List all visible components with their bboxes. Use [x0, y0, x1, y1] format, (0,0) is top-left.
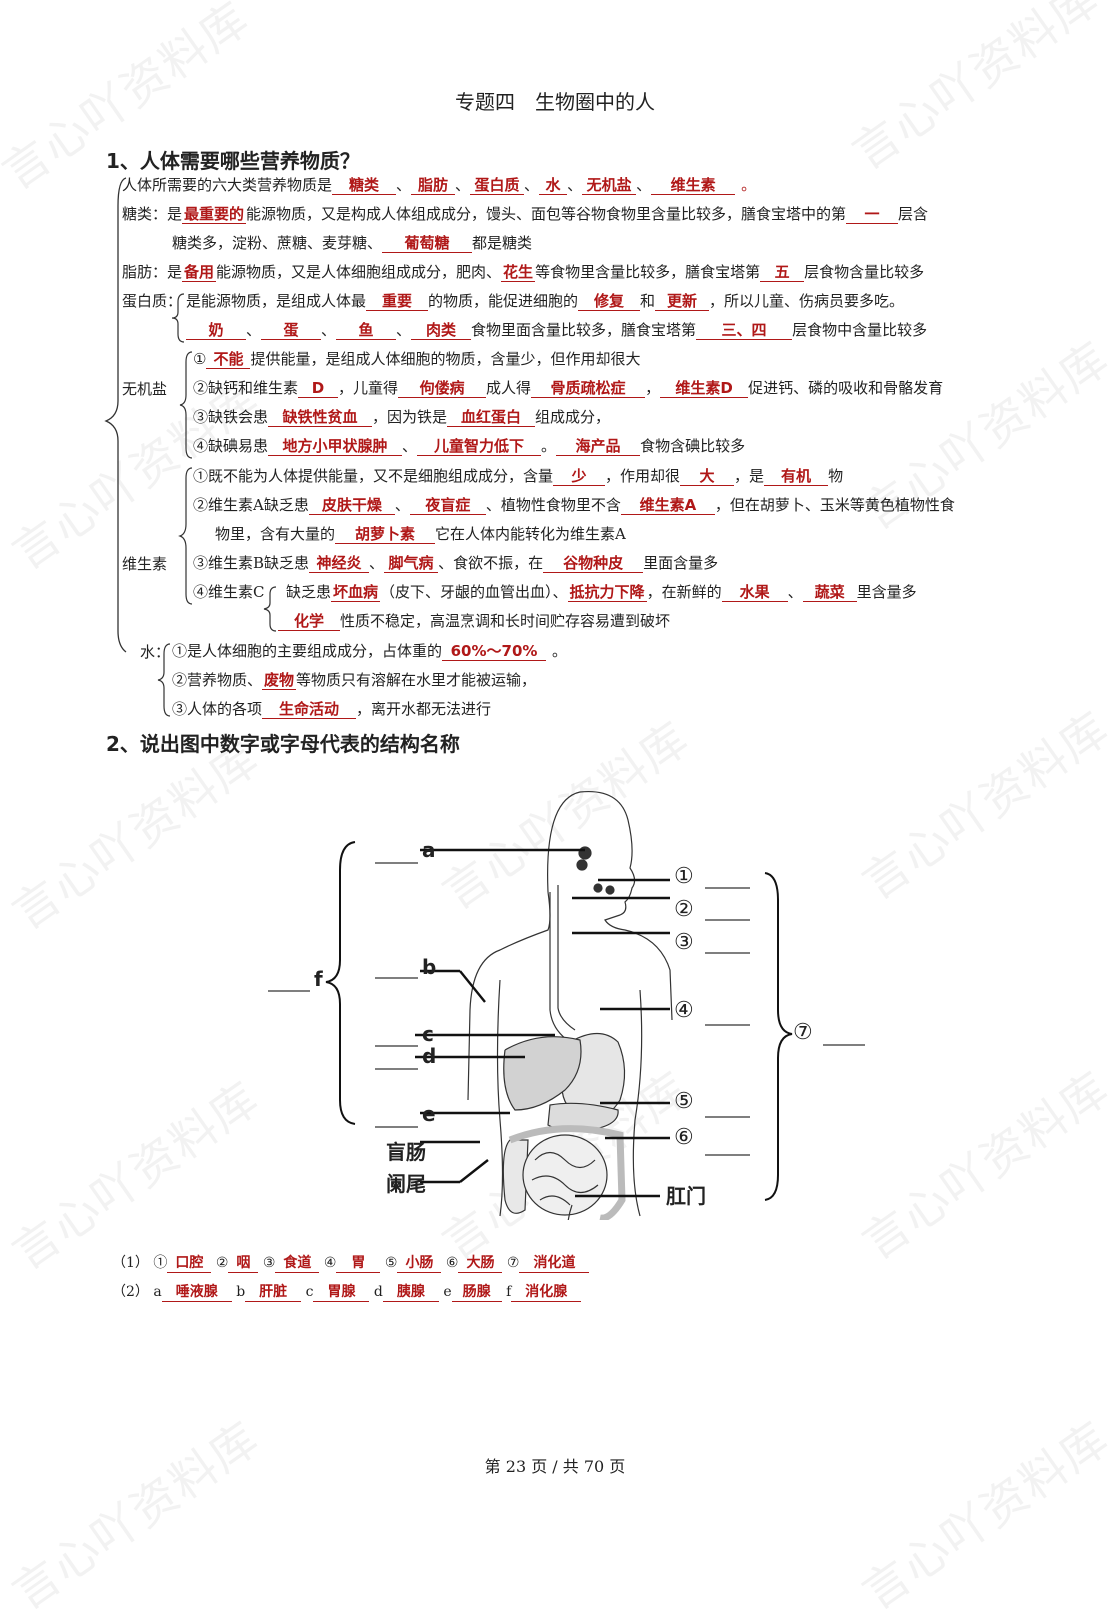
sugar-line-1: 糖类：是最重要的能源物质，又是构成人体组成成分，馒头、面包等谷物食物里含量比较多…: [122, 205, 929, 224]
label-5: ⑤: [674, 1089, 694, 1114]
vitamin-line-2: ②维生素A缺乏患皮肤干燥、夜盲症、植物性食物里不含维生素A，但在胡萝卜、玉米等黄…: [193, 496, 955, 515]
water-brace: [157, 643, 171, 717]
vitamin-c-brace: [263, 586, 277, 632]
label-f: f: [314, 967, 323, 991]
label-2: ②: [674, 897, 694, 922]
mineral-brace: [179, 351, 193, 459]
mineral-line-3: ③缺铁会患缺铁性贫血，因为铁是血红蛋白组成成分，: [193, 408, 611, 427]
vitamin-line-1: ①既不能为人体提供能量，又不是细胞组成成分，含量少，作用却很大，是有机物: [193, 467, 844, 486]
label-7: ⑦: [793, 1020, 813, 1045]
nutrients-intro: 人体所需要的六大类营养物质是糖类、脂肪、蛋白质、水、无机盐、维生素。: [122, 176, 757, 195]
water-line-3: ③人体的各项生命活动，离开水都无法进行: [172, 700, 492, 719]
label-c: c: [422, 1022, 434, 1046]
fat-line: 脂肪：是备用能源物质，又是人体细胞组成成分，肥肉、花生等食物里含量比较多，膳食宝…: [122, 263, 925, 282]
label-appendix: 阑尾: [386, 1172, 426, 1196]
protein-line-1: 蛋白质：: [122, 292, 183, 310]
page-number: 第 23 页 / 共 70 页: [484, 1457, 626, 1476]
label-cecum: 盲肠: [386, 1140, 426, 1164]
protein-line-3: 奶、蛋、鱼、肉类食物里面含量比较多，膳食宝塔第三、四层食物中含量比较多: [186, 320, 927, 340]
section-1-heading: 1、人体需要哪些营养物质？: [106, 149, 360, 173]
sugar-line-2: 糖类多，淀粉、蔗糖、麦芽糖、葡萄糖都是糖类: [172, 234, 533, 253]
vitamin-brace: [178, 467, 193, 605]
document-page: 专题四 生物圈中的人 1、人体需要哪些营养物质？ 人体所需要的六大类营养物质是糖…: [104, 90, 955, 1476]
label-d: d: [422, 1044, 437, 1068]
vitamin-line-4b: 化学性质不稳定，高温烹调和长时间贮存容易遭到破坏: [278, 611, 670, 631]
page-title: 专题四 生物圈中的人: [455, 90, 655, 114]
water-line-2: ②营养物质、废物等物质只有溶解在水里才能被运输，: [172, 671, 537, 690]
label-1: ①: [674, 864, 694, 889]
vitamin-line-4: ④维生素C: [193, 583, 265, 601]
vitamin-line-2b: 物里，含有大量的胡萝卜素它在人体内能转化为维生素A: [215, 525, 626, 544]
protein-brace: [171, 293, 185, 343]
vitamin-line-3: ③维生素B缺乏患神经炎、脚气病、食欲不振，在谷物种皮里面含量多: [193, 554, 719, 573]
water-label: 水：: [140, 643, 171, 661]
mineral-line-4: ④缺碘易患地方小甲状腺肿、儿童智力低下。海产品食物含碘比较多: [193, 437, 746, 456]
vitamin-label: 维生素: [122, 555, 168, 573]
protein-line-2: 是能源物质，是组成人体最重要的物质，能促进细胞的修复和更新，所以儿童、伤病员要多…: [186, 292, 905, 311]
mineral-label: 无机盐: [122, 380, 168, 398]
label-e: e: [422, 1102, 436, 1126]
section-2-heading: 2、说出图中数字或字母代表的结构名称: [106, 732, 460, 756]
label-a: a: [422, 838, 436, 862]
section-1-bracket: [104, 177, 127, 653]
label-anus: 肛门: [666, 1184, 706, 1208]
body-outline-figure: [268, 790, 865, 1220]
label-6: ⑥: [674, 1125, 694, 1150]
label-4: ④: [674, 998, 694, 1023]
vitamin-line-4a: 缺乏患坏血病（皮下、牙龈的血管出血）、抵抗力下降，在新鲜的水果、蔬菜里含量多: [286, 583, 917, 602]
label-3: ③: [674, 930, 694, 955]
label-b: b: [422, 955, 437, 979]
digestive-system-diagram: a b c d e f ① ② ③ ④ ⑤ ⑥ ⑦ 盲肠 阑尾 肛门: [260, 780, 880, 1220]
